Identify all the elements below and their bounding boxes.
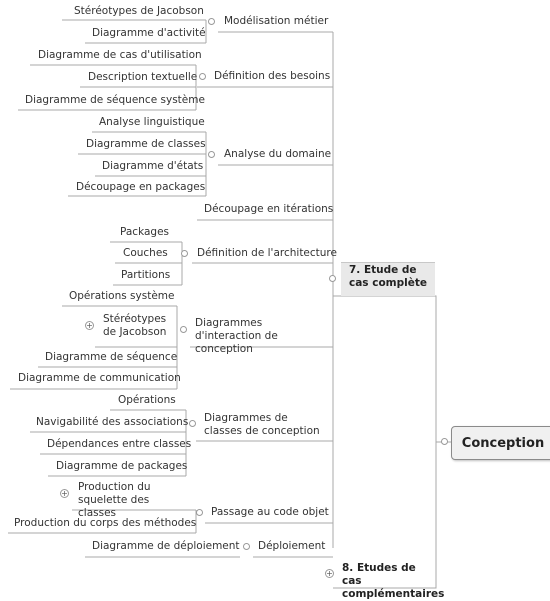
- collapse-toggle-icon[interactable]: [243, 543, 250, 550]
- collapse-toggle-icon[interactable]: [180, 326, 187, 333]
- topic-modelisation-metier[interactable]: Modélisation métier: [224, 15, 329, 27]
- leaf-couches[interactable]: Couches: [123, 247, 168, 259]
- expand-toggle-icon[interactable]: +: [85, 321, 94, 330]
- connector-root-complementaires: [333, 442, 437, 589]
- topic-definition-besoins[interactable]: Définition des besoins: [214, 70, 331, 82]
- leaf-decoupage-packages[interactable]: Découpage en packages: [76, 181, 206, 193]
- leaf-description-textuelle[interactable]: Description textuelle: [88, 71, 198, 83]
- leaf-production-corps[interactable]: Production du corps des méthodes: [14, 517, 197, 529]
- leaf-navigabilite-associations[interactable]: Navigabilité des associations: [36, 416, 189, 428]
- leaf-analyse-linguistique[interactable]: Analyse linguistique: [99, 116, 205, 128]
- leaf-diagramme-activite[interactable]: Diagramme d'activité: [92, 27, 206, 39]
- topic-definition-architecture[interactable]: Définition de l'architecture: [197, 247, 337, 259]
- collapse-toggle-icon[interactable]: [196, 509, 203, 516]
- collapse-toggle-icon[interactable]: [329, 275, 336, 282]
- expand-toggle-icon[interactable]: +: [325, 569, 334, 578]
- leaf-dependances-classes[interactable]: Dépendances entre classes: [47, 438, 192, 450]
- topic-passage-code[interactable]: Passage au code objet: [211, 506, 329, 518]
- leaf-diagramme-sequence[interactable]: Diagramme de séquence: [45, 351, 178, 363]
- leaf-diagramme-etats[interactable]: Diagramme d'états: [102, 160, 204, 172]
- leaf-production-squelette[interactable]: Production du squelette des classes: [78, 481, 151, 519]
- collapse-toggle-icon[interactable]: [208, 18, 215, 25]
- root-node-conception[interactable]: Conception: [451, 426, 550, 460]
- leaf-partitions[interactable]: Partitions: [121, 269, 171, 281]
- leaf-diagramme-classes[interactable]: Diagramme de classes: [86, 138, 206, 150]
- leaf-diagramme-communication[interactable]: Diagramme de communication: [18, 372, 181, 384]
- leaf-stereotypes-jacobson[interactable]: Stéréotypes de Jacobson: [103, 313, 167, 338]
- leaf-diagramme-deploiement[interactable]: Diagramme de déploiement: [92, 540, 240, 552]
- connector-root-etude: [333, 295, 451, 443]
- topic-deploiement[interactable]: Déploiement: [258, 540, 326, 552]
- topic-analyse-domaine[interactable]: Analyse du domaine: [224, 148, 332, 160]
- topic-diagrammes-classes[interactable]: Diagrammes de classes de conception: [204, 412, 320, 437]
- branch-etudes-complementaires[interactable]: 8. Etudes de cas complémentaires: [342, 562, 445, 600]
- leaf-stereotypes-jacobson[interactable]: Stéréotypes de Jacobson: [74, 5, 204, 17]
- leaf-diagramme-packages[interactable]: Diagramme de packages: [56, 460, 188, 472]
- collapse-toggle-icon[interactable]: [441, 438, 448, 445]
- leaf-operations[interactable]: Opérations: [118, 394, 176, 406]
- collapse-toggle-icon[interactable]: [199, 73, 206, 80]
- branch-box-etude-complete: [341, 262, 435, 296]
- leaf-operations-systeme[interactable]: Opérations système: [69, 290, 175, 302]
- branch-etude-complete[interactable]: 7. Etude de cas complète: [349, 264, 427, 289]
- collapse-toggle-icon[interactable]: [181, 250, 188, 257]
- collapse-toggle-icon[interactable]: [208, 151, 215, 158]
- leaf-diagramme-sequence-systeme[interactable]: Diagramme de séquence système: [25, 94, 205, 106]
- topic-decoupage-iterations[interactable]: Découpage en itérations: [204, 203, 334, 215]
- leaf-diagramme-cas-utilisation[interactable]: Diagramme de cas d'utilisation: [38, 49, 202, 61]
- topic-diagrammes-interaction[interactable]: Diagrammes d'interaction de conception: [195, 317, 278, 355]
- expand-toggle-icon[interactable]: +: [60, 489, 69, 498]
- leaf-packages[interactable]: Packages: [120, 226, 169, 238]
- collapse-toggle-icon[interactable]: [189, 420, 196, 427]
